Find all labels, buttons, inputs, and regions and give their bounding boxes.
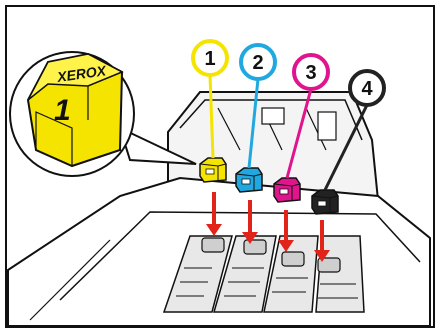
zoom-number-text: 1 [54, 94, 71, 127]
callout-label-2: 2 [252, 52, 263, 74]
callout-label-4: 4 [361, 78, 373, 100]
cartridge-3 [274, 178, 300, 202]
cartridge-2 [236, 168, 262, 192]
callout-label-1: 1 [204, 48, 215, 70]
cartridge-1 [200, 158, 226, 182]
cartridge-slots [164, 236, 364, 312]
cartridge-4 [312, 190, 338, 214]
callout-label-3: 3 [305, 62, 316, 84]
